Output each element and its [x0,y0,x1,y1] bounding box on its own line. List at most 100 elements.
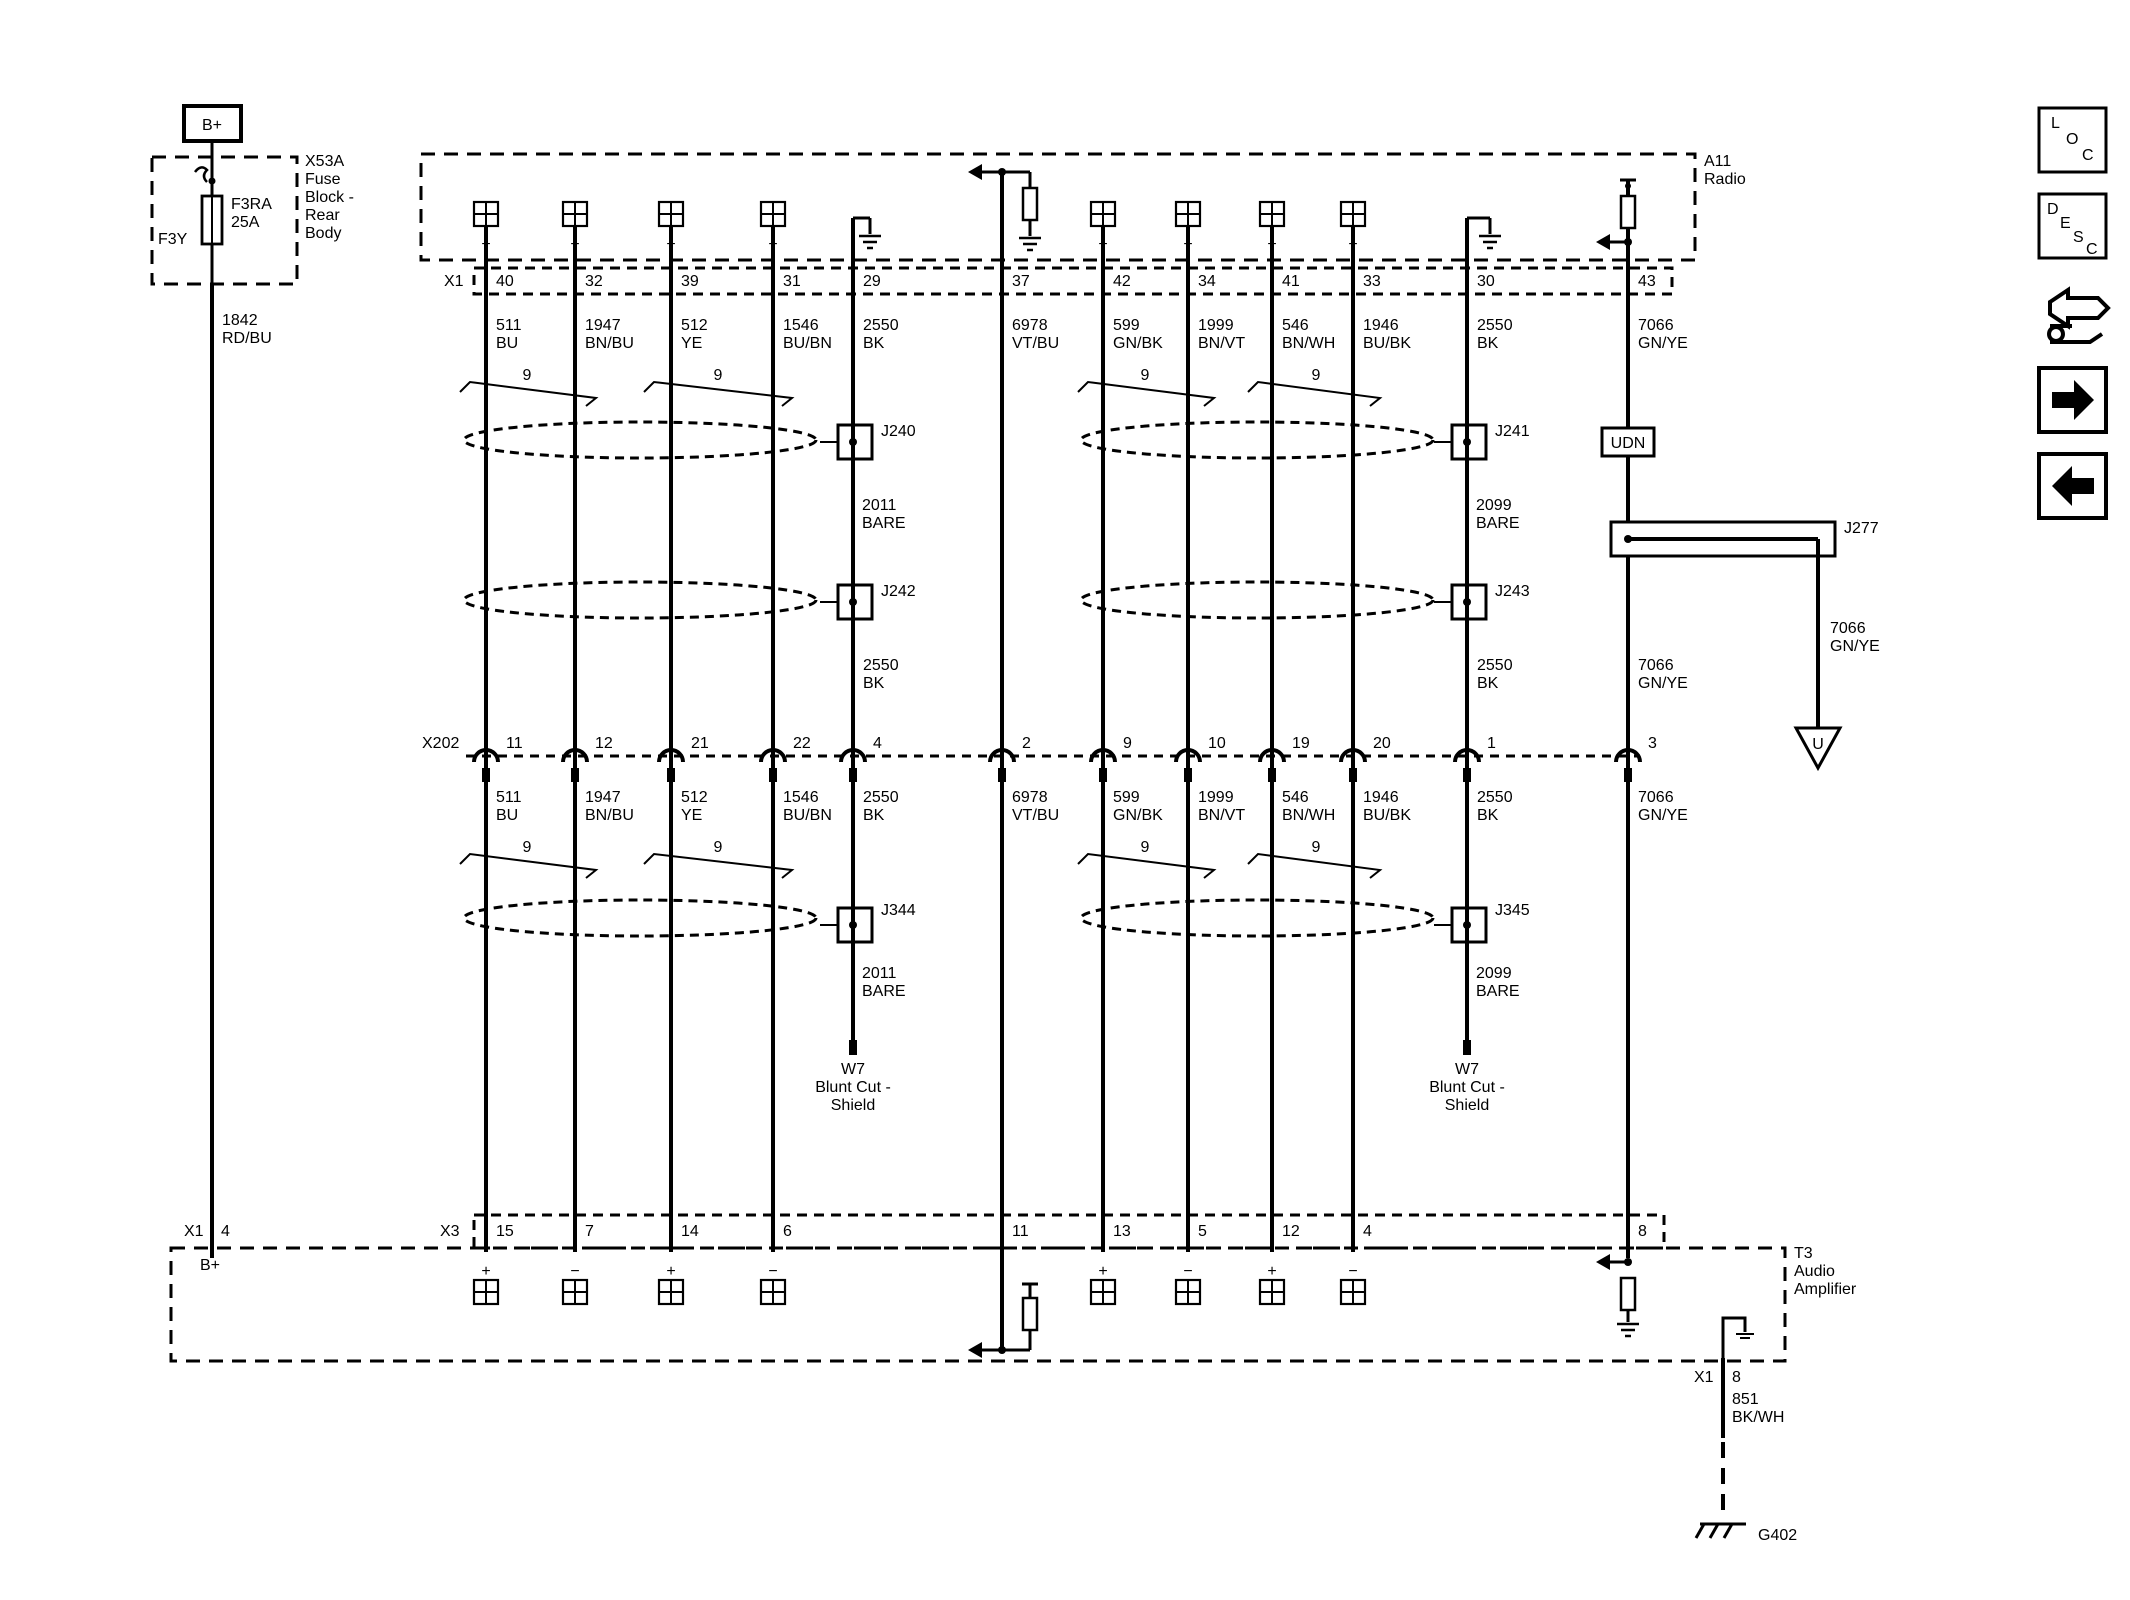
amp-pin-polarity: + [481,1263,490,1280]
desc-button[interactable]: D E S C [2037,192,2108,260]
x202-pin-number: 1 [1487,735,1496,752]
amp-pin-number: 4 [1363,1223,1372,1240]
drain-color-left-upper: BARE [862,515,906,532]
amp-pin-square-icon [657,1278,685,1306]
radio-pin-number: 32 [585,273,603,290]
splice-j242-label: J242 [881,583,916,600]
amp-pin-square-icon [561,1278,589,1306]
radio-pin-number: 39 [681,273,699,290]
loc-button[interactable]: L O C [2037,106,2108,174]
circuit-color-upper: BU/BK [1363,335,1411,352]
svg-text:9: 9 [523,367,532,384]
x202-pin-number: 3 [1648,735,1657,752]
fuse-block-name-3: Rear [305,207,340,224]
amp-pin-square-icon [1089,1278,1117,1306]
amp-pin-number: 11 [1012,1223,1029,1240]
x202-terminal-icon [1258,748,1286,763]
drain-circuit-left-lower: 2011 [862,965,897,982]
ground-color: BK/WH [1732,1409,1784,1426]
radio-pin-number: 40 [496,273,514,290]
circuit-number-lower: 511 [496,789,522,806]
splice-j345-label: J345 [1495,902,1530,919]
twist-marker: 9 [1077,839,1217,879]
x202-terminal-icon [472,748,500,763]
circuit-number-lower: 1999 [1198,789,1234,806]
amp-pin-polarity: − [768,1263,777,1280]
twist-marker: 9 [459,839,599,879]
circuit-color-lower: BU [496,807,518,824]
radio-pin-square-icon [472,200,500,228]
circuit-number-lower: 2550 [1477,789,1513,806]
circuit-color-lower: GN/BK [1113,807,1163,824]
arrow-right-icon [2052,380,2094,420]
fuse-name: F3RA [231,196,272,213]
desc-letter-3: S [2073,229,2084,246]
twist-marker: 9 [643,367,795,407]
circuit-number-mid: 7066 [1638,657,1674,674]
circuit-number-lower: 6978 [1012,789,1048,806]
power-circuit-number: 1842 [222,312,258,329]
circuit-color-lower: BU/BK [1363,807,1411,824]
twist-marker: 9 [459,367,599,407]
drain-color-left-lower: BARE [862,983,906,1000]
ground-circuit: 851 [1732,1391,1759,1408]
circuit-color-upper: BN/VT [1198,335,1245,352]
radio-pin-number: 34 [1198,273,1216,290]
x202-terminal-icon [1453,748,1481,763]
branch-circuit: 7066 [1830,620,1866,637]
circuit-number-lower: 546 [1282,789,1309,806]
svg-text:9: 9 [1141,367,1150,384]
fuse-block-name-4: Body [305,225,341,242]
radio-pin-square-icon [1174,200,1202,228]
circuit-number-lower: 2550 [863,789,899,806]
x202-terminal-icon [1339,748,1367,763]
x202-pin-number: 2 [1022,735,1031,752]
radio-pin-square-icon [1258,200,1286,228]
shield-left: J240 J242 J344 2011 BARE 2011 BARE W7 Bl… [462,216,916,1114]
amp-pin-number: 12 [1282,1223,1300,1240]
x202-pin-number: 22 [793,735,811,752]
previous-page-button[interactable] [2037,452,2108,520]
arrow-left-icon [2052,466,2094,506]
circuit-color-lower: BK [1477,807,1499,824]
radio-pin-square-icon [759,200,787,228]
ground-pin: 8 [1732,1369,1741,1386]
circuit-color-upper: VT/BU [1012,335,1059,352]
circuit-number-mid: 2550 [863,657,899,674]
radio-pin-square-icon [1339,200,1367,228]
circuit-color-upper: BK [863,335,885,352]
connector-repair-button[interactable] [2047,286,2111,344]
circuit-color-upper: BN/WH [1282,335,1335,352]
circuit-color-lower: BU/BN [783,807,832,824]
radio-pin-polarity: − [1183,236,1192,253]
circuit-number-upper: 511 [496,317,522,334]
battery-label: B+ [202,117,222,134]
amp-pin-polarity: + [666,1263,675,1280]
radio-pin-polarity: + [1098,236,1107,253]
connector-repair-icon [2047,286,2111,344]
circuit-number-upper: 1947 [585,317,621,334]
circuit-color-upper: BK [1477,335,1499,352]
splice-j243-label: J243 [1495,583,1530,600]
amp-pin-square-icon [1258,1278,1286,1306]
power-wire-1842: 1842 RD/BU [210,284,272,1258]
x202-terminal-icon [759,748,787,763]
radio-pin-polarity: + [666,236,675,253]
x202-terminal-icon [988,748,1016,763]
circuit-color-upper: GN/BK [1113,335,1163,352]
blunt-cut-right-2: Blunt Cut - [1429,1079,1505,1096]
amplifier-bplus-pin: 4 [221,1223,230,1240]
radio-connector: X1 [444,273,464,290]
next-page-button[interactable] [2037,366,2108,434]
desc-letter-4: C [2086,241,2098,258]
radio-pin-number: 42 [1113,273,1131,290]
desc-letter-2: E [2060,215,2071,232]
circuit-number-upper: 6978 [1012,317,1048,334]
fuse-alt-name: F3Y [158,231,188,248]
radio-ref: A11 [1704,153,1731,170]
